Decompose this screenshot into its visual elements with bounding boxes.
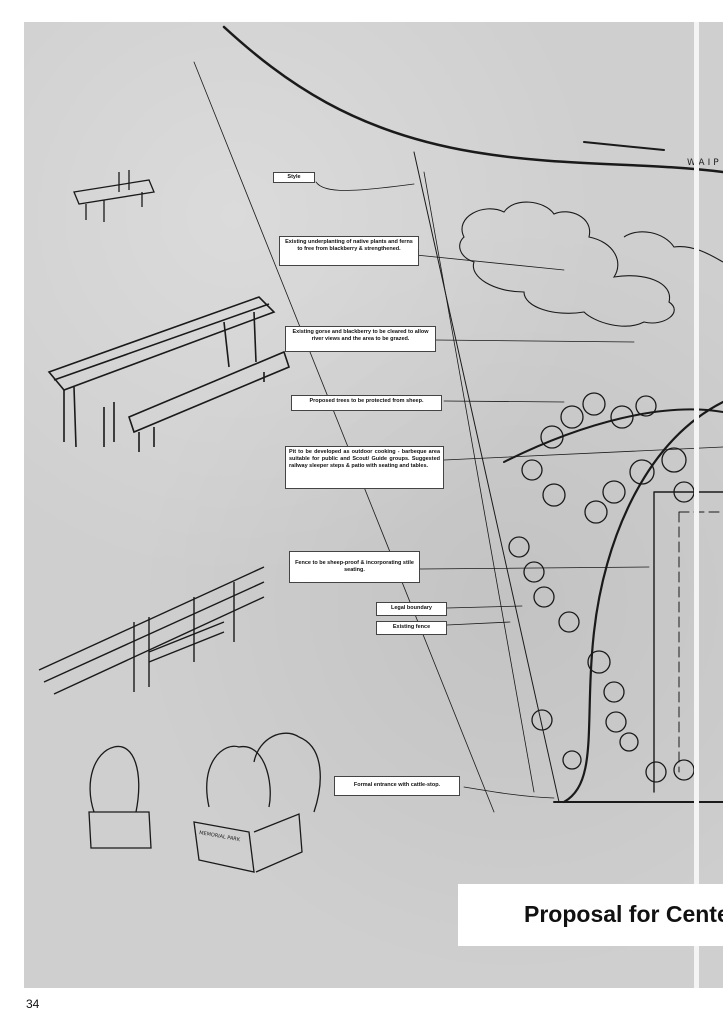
page-title: Proposal for Cente xyxy=(524,901,723,927)
entrance-sketch xyxy=(88,732,321,873)
label-formal-entrance: Formal entrance with cattle-stop. xyxy=(334,776,460,796)
tree-circles xyxy=(508,392,695,783)
page-fold xyxy=(694,22,699,988)
boundary-line-mid xyxy=(413,151,560,803)
label-existing-fence: Existing fence xyxy=(376,621,447,635)
label-legal-boundary: Legal boundary xyxy=(376,602,447,616)
area-rectangle xyxy=(653,491,723,793)
river-edge-line xyxy=(222,25,723,174)
picnic-table-sketch xyxy=(47,296,290,452)
path-curve xyxy=(562,400,723,804)
boundary-line-left xyxy=(193,61,495,813)
area-dashed-rectangle xyxy=(678,511,723,773)
label-gorse-clearing: Existing gorse and blackberry to be clea… xyxy=(285,326,436,352)
label-proposed-trees: Proposed trees to be protected from shee… xyxy=(291,395,442,411)
title-box: Proposal for Cente xyxy=(458,884,723,946)
boundary-line-inner xyxy=(423,171,535,793)
page-number: 34 xyxy=(26,997,40,1011)
sketch-drawing: WAIP MEMORIAL PARK xyxy=(38,25,723,873)
small-table-sketch xyxy=(73,170,155,222)
sketch-plan: WAIP MEMORIAL PARK xyxy=(24,22,723,988)
river-line xyxy=(583,141,665,151)
map-text: WAIP xyxy=(687,158,722,168)
path-top xyxy=(503,408,723,463)
sign-text: MEMORIAL PARK xyxy=(199,830,241,843)
fence-sketch xyxy=(38,566,265,695)
label-style: Style xyxy=(273,172,315,183)
label-underplanting: Existing underplanting of native plants … xyxy=(279,236,419,266)
label-fence: Fence to be sheep-proof & incorporating … xyxy=(289,551,420,583)
label-pit: Pit to be developed as outdoor cooking -… xyxy=(285,446,444,489)
